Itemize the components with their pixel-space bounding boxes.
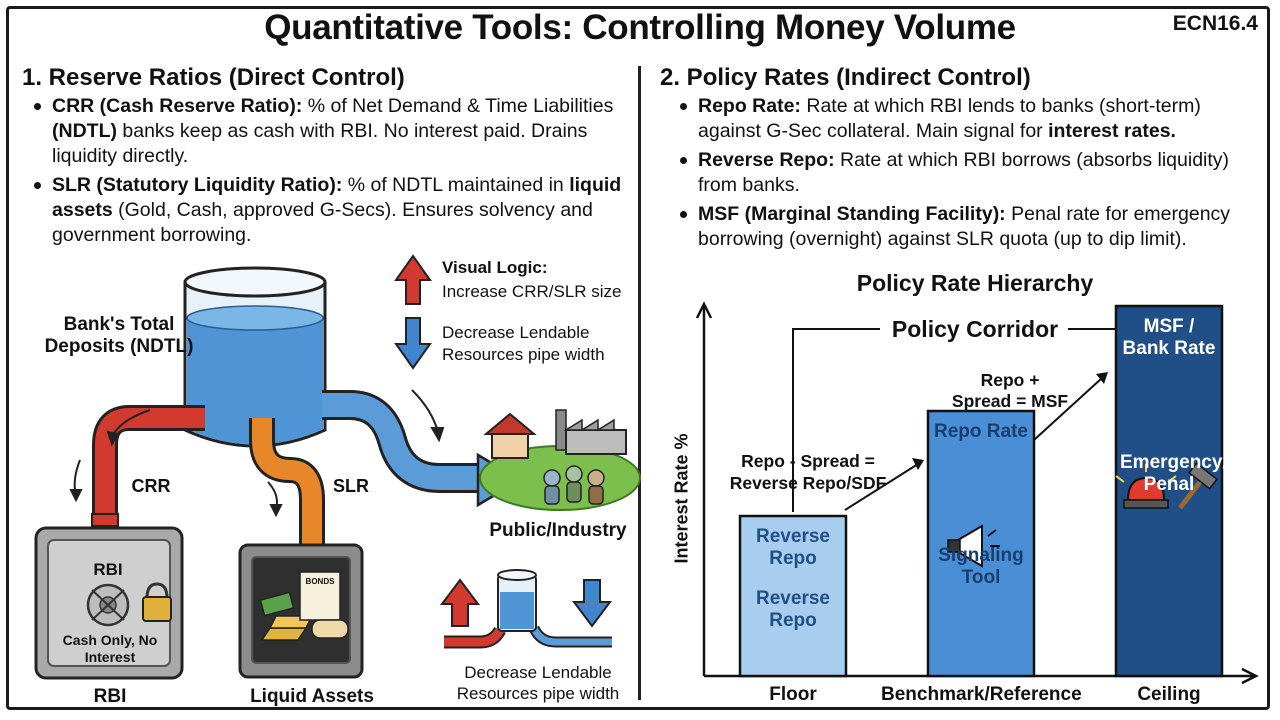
rbi-vault (34, 526, 184, 680)
crr-term: CRR (Cash Reserve Ratio): (52, 95, 303, 117)
repo-term: Repo Rate: (698, 95, 801, 117)
crr-label: CRR (131, 476, 171, 496)
slr-liquid-assets: liquid assets (52, 174, 622, 221)
liquid-assets-safe (238, 543, 364, 679)
crr-bullet: CRR (Cash Reserve Ratio): % of Net Deman… (26, 94, 626, 169)
crr-text-1: % of Net Demand & Time Liabilities (302, 95, 614, 117)
annotation-right: Repo + Spread = MSF (951, 370, 1069, 411)
reverse-repo-bullet: Reverse Repo: Rate at which RBI borrows … (672, 148, 1262, 198)
rate-bar-1 (738, 514, 848, 678)
slr-text-2: (Gold, Cash, approved G-Secs). Ensures s… (52, 199, 593, 246)
lesson-code: ECN16.4 (1172, 12, 1258, 35)
annotation-left: Repo - Spread = Reverse Repo/SDF (729, 451, 887, 493)
repo-interest-rates: interest rates. (1048, 120, 1176, 142)
policy-rates-heading: 2. Policy Rates (Indirect Control) (660, 64, 1031, 91)
bar-category-1: Floor (769, 684, 817, 705)
bar-category-3: Ceiling (1137, 684, 1201, 705)
safe-caption: Liquid Assets (250, 686, 374, 707)
reserve-ratios-list: CRR (Cash Reserve Ratio): % of Net Deman… (26, 94, 626, 252)
bar-label-bottom-1: Reverse Repo (756, 588, 830, 631)
reserve-ratios-heading: 1. Reserve Ratios (Direct Control) (22, 64, 405, 91)
public-industry-scene (479, 409, 641, 511)
tank-label: Bank's Total Deposits (NDTL) (44, 314, 194, 357)
flow-arrows (69, 389, 445, 518)
visual-logic-title: Visual Logic: (442, 258, 548, 277)
crr-text-2: banks keep as cash with RBI. No interest… (52, 120, 588, 167)
outer-frame (6, 6, 1270, 710)
column-divider (638, 66, 641, 700)
bar-label-top-2: Repo Rate (934, 421, 1028, 442)
crr-ndtl: (NDTL) (52, 120, 117, 142)
slr-pipe (249, 418, 325, 545)
bar-label-top-3: MSF / Bank Rate (1122, 316, 1216, 359)
bar-category-2: Benchmark/Reference (881, 684, 1082, 705)
msf-text: Penal rate for emergency borrowing (over… (698, 203, 1231, 250)
hammer-icon (1178, 462, 1218, 510)
slr-term: SLR (Statutory Liquidity Ratio): (52, 174, 343, 196)
reverse-repo-term: Reverse Repo: (698, 149, 835, 171)
chart-title: Policy Rate Hierarchy (856, 270, 1094, 296)
visual-logic-icons (394, 254, 432, 370)
vault-rbi-label: RBI (93, 560, 123, 579)
vault-text: Cash Only, No Interest (62, 632, 158, 665)
repo-text: Rate at which RBI lends to banks (short-… (698, 95, 1201, 142)
corridor-label: Policy Corridor (891, 316, 1059, 342)
msf-bullet: MSF (Marginal Standing Facility): Penal … (672, 202, 1262, 252)
visual-logic-up: Increase CRR/SLR size (442, 282, 622, 301)
slr-label: SLR (333, 476, 369, 496)
bar-label-bottom-3: Emergency/ Penal (1120, 452, 1228, 495)
repo-bullet: Repo Rate: Rate at which RBI lends to ba… (672, 94, 1262, 144)
bar-connector-arrows (844, 372, 1108, 511)
megaphone-icon (947, 524, 1000, 568)
slr-bullet: SLR (Statutory Liquidity Ratio): % of ND… (26, 173, 626, 248)
msf-term: MSF (Marginal Standing Facility): (698, 203, 1006, 225)
water-tank (183, 266, 327, 448)
siren-icon (1115, 464, 1177, 509)
vault-caption: RBI (93, 686, 127, 707)
reverse-repo-text: Rate at which RBI borrows (absorbs liqui… (698, 149, 1230, 196)
bottom-caption: Decrease Lendable Resources pipe width (456, 663, 620, 703)
slr-text-1: % of NDTL maintained in (342, 174, 570, 196)
bar-label-bottom-2: Signaling Tool (938, 545, 1024, 588)
policy-rates-list: Repo Rate: Rate at which RBI lends to ba… (672, 94, 1262, 256)
page-title: Quantitative Tools: Controlling Money Vo… (264, 8, 1016, 47)
bar-label-top-1: Reverse Repo (756, 526, 830, 569)
visual-logic-down: Decrease Lendable Resources pipe width (442, 323, 605, 364)
bonds-label: BONDS (305, 577, 335, 586)
y-axis-label: Interest Rate % (671, 433, 692, 564)
mini-diagram (440, 569, 612, 649)
public-caption: Public/Industry (489, 520, 627, 541)
